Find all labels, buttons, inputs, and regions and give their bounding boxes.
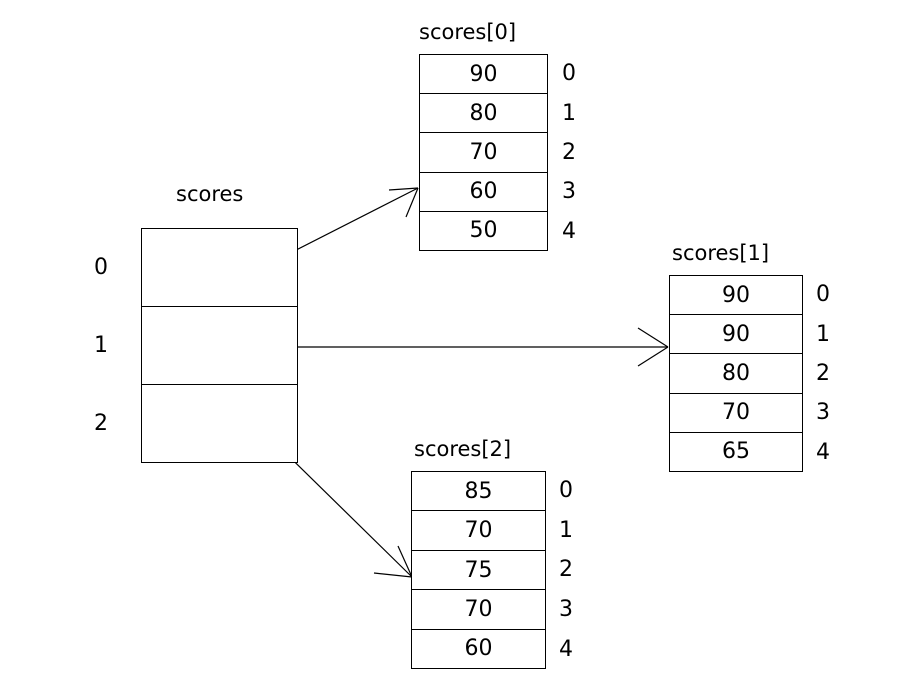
arrow-row1-to-scores1 [251, 327, 669, 367]
scores0-index-4: 4 [562, 218, 576, 244]
pointer-array-index-column: 0 1 2 [94, 228, 134, 463]
scores2-index-0: 0 [559, 478, 573, 504]
scores1-index-2: 2 [816, 361, 830, 387]
scores0-caption: scores[0] [419, 20, 517, 44]
scores0-index-1: 1 [562, 100, 576, 126]
pointer-array-index-1: 1 [94, 332, 108, 358]
pointer-array-cell-0 [142, 229, 297, 307]
scores1-box: 90 90 80 70 65 [669, 275, 803, 472]
scores1-cell-1: 90 [670, 315, 802, 355]
pointer-array-box [141, 228, 298, 463]
scores2-index-column: 0 1 2 3 4 [559, 471, 589, 669]
pointer-array-cell-2 [142, 385, 297, 462]
scores0-cell-0: 90 [420, 55, 547, 95]
scores0-box: 90 80 70 60 50 [419, 54, 548, 251]
scores1-caption: scores[1] [672, 241, 770, 265]
scores0-index-0: 0 [562, 61, 576, 87]
pointer-array-index-2: 2 [94, 411, 108, 437]
scores2-index-1: 1 [559, 517, 573, 543]
scores2-cell-3: 70 [412, 590, 545, 630]
scores2-cell-1: 70 [412, 511, 545, 551]
pointer-array-caption: scores [176, 182, 244, 206]
scores2-index-3: 3 [559, 597, 573, 623]
scores0-cell-4: 50 [469, 218, 498, 244]
scores1-index-4: 4 [816, 439, 830, 465]
scores1-cell-4: 65 [722, 439, 750, 465]
scores0-index-column: 0 1 2 3 4 [562, 54, 592, 251]
scores1-cell-0: 90 [670, 276, 802, 316]
scores0-cell-2: 70 [420, 133, 547, 173]
pointer-array-cell-1 [142, 307, 297, 385]
scores1-cell-2: 80 [670, 354, 802, 394]
scores1-index-3: 3 [816, 400, 830, 426]
scores1-index-1: 1 [816, 321, 830, 347]
scores0-cell-1: 80 [420, 94, 547, 134]
scores1-index-column: 0 1 2 3 4 [816, 275, 846, 472]
scores2-index-2: 2 [559, 557, 573, 583]
scores1-cell-3: 70 [670, 394, 802, 433]
scores0-index-3: 3 [562, 179, 576, 205]
scores1-index-0: 0 [816, 282, 830, 308]
scores2-cell-0: 85 [412, 472, 545, 512]
scores2-index-4: 4 [559, 636, 573, 662]
scores0-index-2: 2 [562, 140, 576, 166]
scores2-caption: scores[2] [414, 437, 512, 461]
pointer-array-index-0: 0 [94, 254, 108, 280]
scores2-cell-2: 75 [412, 551, 545, 591]
scores0-cell-3: 60 [420, 173, 547, 212]
scores2-cell-4: 60 [464, 636, 493, 662]
scores2-box: 85 70 75 70 60 [411, 471, 546, 669]
